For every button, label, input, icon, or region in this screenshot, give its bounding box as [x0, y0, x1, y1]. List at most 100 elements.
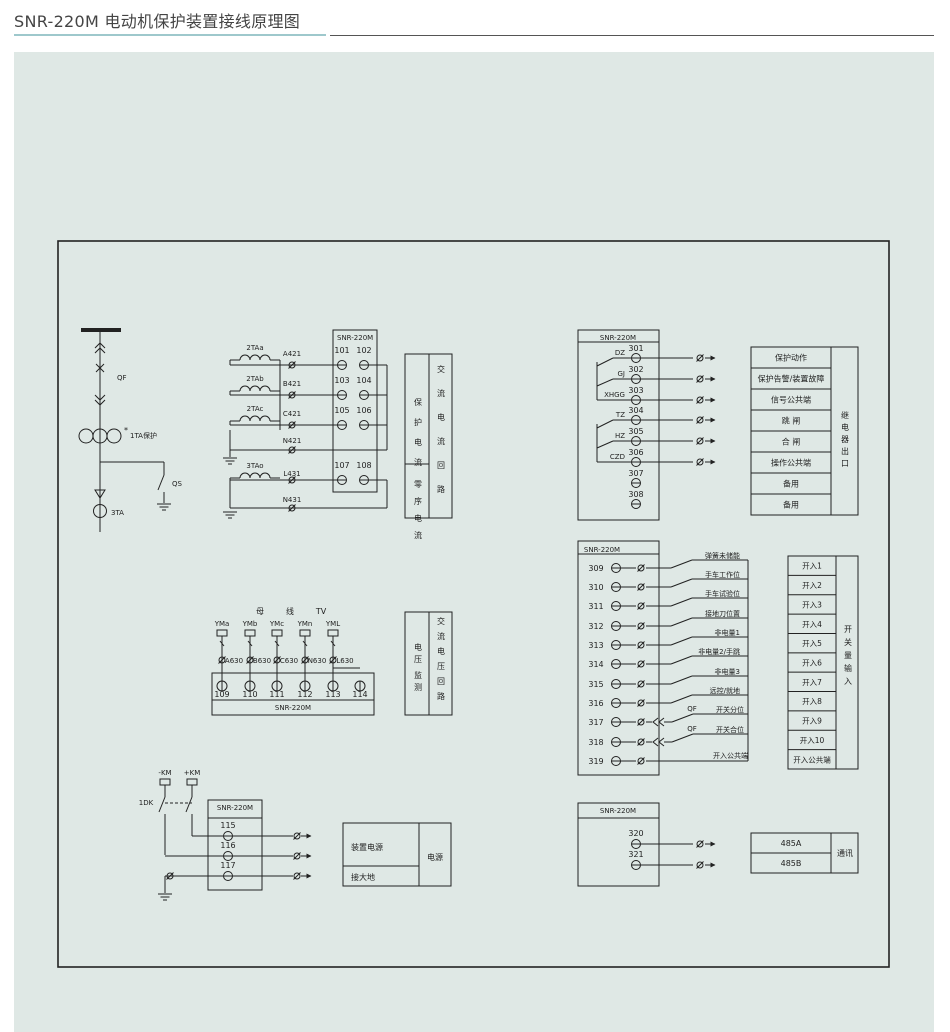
- wire-mark: [696, 396, 704, 404]
- zero-ct-triangle: [94, 489, 106, 499]
- ct-label: 2TAb: [246, 375, 264, 383]
- group-label: 电: [437, 412, 445, 422]
- disconnect-chevron: [94, 394, 106, 401]
- contact-label: CZD: [610, 453, 625, 461]
- input-label: 开入公共端: [793, 754, 831, 764]
- group-label: 保: [414, 397, 422, 407]
- relay-output-section: SNR-220M301302303304305306307308DZGJXHGG…: [577, 329, 859, 521]
- wire-label: A630: [225, 657, 243, 665]
- terminal-number: 317: [588, 718, 603, 727]
- wire-mark-slash: [637, 602, 645, 610]
- bus-label: -KM: [158, 769, 171, 777]
- input-label: 开入3: [802, 600, 822, 609]
- wire-mark: [696, 375, 704, 383]
- wire-mark: [637, 622, 645, 630]
- wire-mark-slash: [696, 416, 704, 424]
- ct-core: [78, 428, 94, 444]
- zero-ct-label: 3TA: [111, 509, 124, 517]
- input-signal: 弹簧未储能: [705, 551, 740, 560]
- input-signal: 非电量3: [715, 667, 740, 676]
- terminal-number: 306: [628, 448, 643, 457]
- bus-label: +KM: [184, 769, 201, 777]
- input-contact-blade: [670, 559, 693, 569]
- tv-heading: 线: [286, 606, 294, 616]
- wire-label: N431: [283, 496, 302, 504]
- fuse-tick: [219, 640, 225, 647]
- wire-mark-slash: [329, 656, 337, 664]
- ct-label: 3TAo: [246, 462, 263, 470]
- terminal-number: 105: [334, 406, 349, 415]
- earth-switch-label: QS: [172, 480, 183, 488]
- input-contact-blade: [671, 733, 694, 743]
- wire-mark: [166, 872, 174, 880]
- terminal-number: 114: [352, 690, 367, 699]
- device-box: [577, 329, 660, 521]
- group-label: 出: [841, 446, 849, 456]
- group-label: 通讯: [837, 848, 853, 858]
- wire-label: A421: [283, 350, 301, 358]
- wire-label: L431: [283, 470, 300, 478]
- terminal-number: 116: [220, 841, 235, 850]
- input-signal: 开入公共端: [713, 751, 748, 760]
- output-label: 保护告警/装置故障: [758, 374, 825, 384]
- ct-core: [106, 428, 122, 444]
- terminal-number: 320: [628, 829, 643, 838]
- input-contact-blade: [670, 636, 693, 646]
- group-label: 路: [437, 691, 445, 701]
- fuse-tick: [274, 640, 280, 647]
- qf-mark: QF: [687, 705, 697, 713]
- wire-mark: [288, 421, 296, 429]
- wire-mark-slash: [637, 738, 645, 746]
- group-label: 压: [414, 655, 422, 664]
- wire-mark-slash: [288, 361, 296, 369]
- output-label: 信号公共端: [771, 395, 811, 405]
- wire-label: N630: [308, 657, 327, 665]
- terminal-number: 318: [588, 738, 603, 747]
- wire-mark-slash: [293, 852, 301, 860]
- wire-mark-slash: [696, 861, 704, 869]
- terminal-number: 314: [588, 660, 603, 669]
- terminal-number: 313: [588, 641, 603, 650]
- polarity-mark: *: [124, 426, 128, 435]
- wire-mark: [637, 699, 645, 707]
- group-label: 输: [844, 663, 852, 673]
- wire-mark-slash: [166, 872, 174, 880]
- diagram-frame: [57, 240, 890, 968]
- input-label: 开入2: [802, 581, 822, 590]
- group-label: 路: [437, 484, 445, 494]
- ct-label: 2TAa: [246, 344, 263, 352]
- wire-mark: [696, 416, 704, 424]
- output-label: 备用: [783, 500, 799, 510]
- input-label: 开入7: [802, 678, 822, 687]
- fuse-box: [271, 629, 283, 637]
- input-label: 开入9: [802, 717, 822, 726]
- device-box: [207, 799, 263, 891]
- wire-mark-slash: [637, 718, 645, 726]
- terminal-number: 305: [628, 427, 643, 436]
- wire-mark: [696, 840, 704, 848]
- diagram-panel: [14, 52, 934, 1032]
- earth-switch-blade: [157, 474, 165, 491]
- title-underline-accent: [14, 34, 326, 36]
- wire-mark: [301, 656, 309, 664]
- wire-mark: [218, 656, 226, 664]
- device-label: SNR-220M: [600, 334, 636, 342]
- zero-ct-core: [93, 504, 107, 518]
- group-label: 流: [437, 631, 445, 641]
- group-label: 电: [414, 513, 422, 523]
- wire-mark: [329, 656, 337, 664]
- phase-label: YMa: [214, 620, 230, 628]
- wire-label: B630: [253, 657, 271, 665]
- wire-mark: [637, 757, 645, 765]
- wire-mark-slash: [288, 446, 296, 454]
- input-contact-blade: [670, 694, 693, 704]
- group-label: 回: [437, 677, 445, 686]
- group-label: 流: [414, 530, 422, 540]
- group-label: 电: [437, 646, 445, 656]
- label-box: [342, 822, 452, 887]
- breaker-label: QF: [117, 374, 127, 382]
- contact-label: GJ: [618, 370, 626, 378]
